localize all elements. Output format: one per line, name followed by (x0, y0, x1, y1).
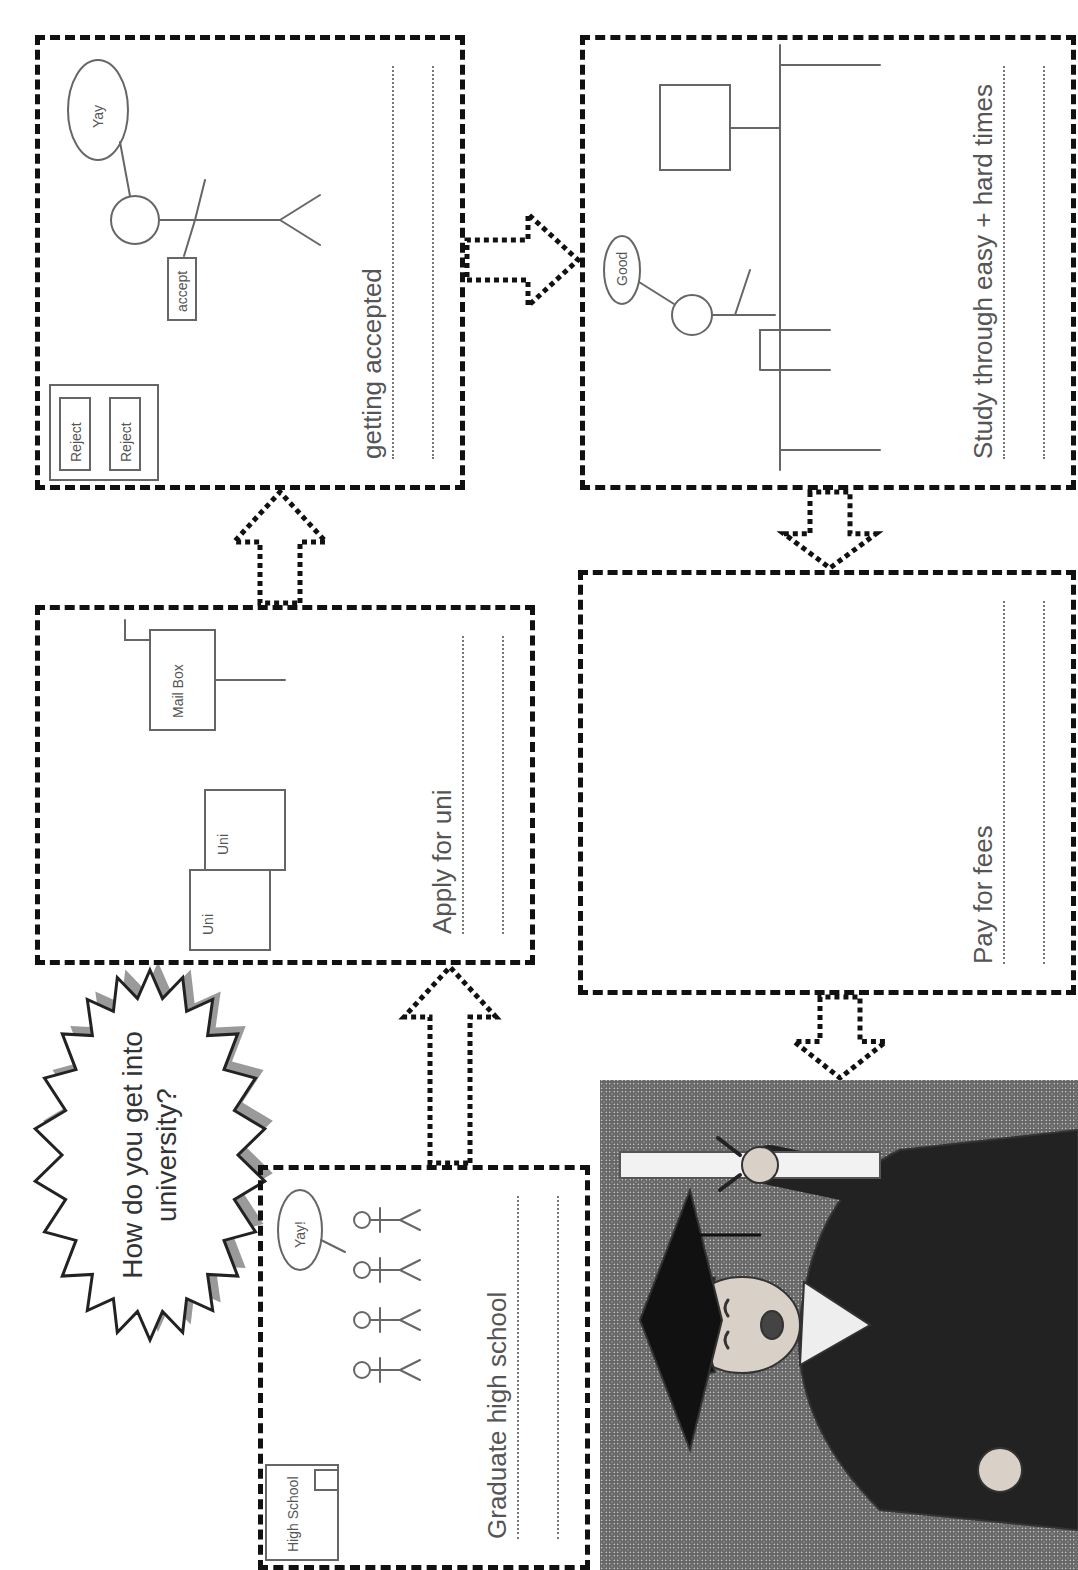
sketch-label: Mail Box (170, 664, 186, 718)
ruled-line (394, 66, 434, 459)
starburst (35, 962, 273, 1340)
block-arrow (784, 492, 876, 568)
stick-figures (354, 1208, 420, 1382)
figure-body (159, 180, 320, 256)
step-box: Pay for fees (578, 570, 1076, 995)
desk-sketch (780, 45, 880, 470)
sketch-label: High School (285, 1477, 301, 1553)
sketch-label: Uni (215, 834, 231, 855)
application-paper (205, 790, 285, 870)
figure-head (111, 196, 159, 244)
step-box: getting accepted (35, 35, 465, 490)
school-sketch (266, 1465, 338, 1560)
application-paper (190, 870, 270, 950)
speech-bubble (68, 60, 128, 160)
sketch-label: Good (614, 252, 630, 286)
computer-sketch (660, 85, 730, 170)
block-arrow (794, 997, 886, 1078)
reject-slip (110, 398, 140, 470)
reject-slip (60, 398, 90, 470)
graduate-illustration (600, 1080, 1078, 1570)
bubble-tail (639, 282, 674, 304)
handwritten-answer: Graduate high school (477, 1196, 519, 1539)
mailbox-sketch (150, 630, 215, 730)
school-door (315, 1470, 338, 1490)
figure-head (672, 295, 712, 335)
ruled-line (519, 1196, 559, 1539)
tray-sketch (50, 385, 158, 480)
mailbox-post (125, 620, 285, 680)
ruled-line (464, 636, 504, 934)
ruled-line (1005, 66, 1045, 459)
block-arrow (234, 492, 326, 603)
starburst-outline (35, 970, 265, 1340)
sketch-label: Yay! (292, 1221, 308, 1248)
step-box: Study through easy + hard times (580, 35, 1076, 490)
handwritten-answer: Pay for fees (963, 601, 1005, 964)
sketch-label: Uni (200, 914, 216, 935)
bubble-tail (321, 1240, 345, 1252)
ruled-line (1005, 601, 1045, 964)
bubble-tail (120, 142, 130, 196)
handwritten-answer: getting accepted (352, 66, 394, 459)
step-box: Apply for uni (35, 605, 535, 965)
sketch-label: Reject (118, 422, 134, 462)
title: How do you get into university? (116, 1020, 184, 1290)
speech-bubble (604, 236, 640, 304)
handwritten-answer: Study through easy + hard times (963, 66, 1005, 459)
sketch-label: Yay (90, 105, 106, 128)
speech-bubble (278, 1190, 322, 1270)
accept-slip (168, 258, 196, 320)
block-arrow (404, 967, 496, 1163)
student-and-chair (712, 270, 830, 370)
computer-stand (730, 127, 780, 129)
block-arrow (467, 214, 578, 306)
sketch-label: Reject (68, 422, 84, 462)
handwritten-answer: Apply for uni (422, 636, 464, 934)
sketch-label: accept (174, 271, 190, 312)
